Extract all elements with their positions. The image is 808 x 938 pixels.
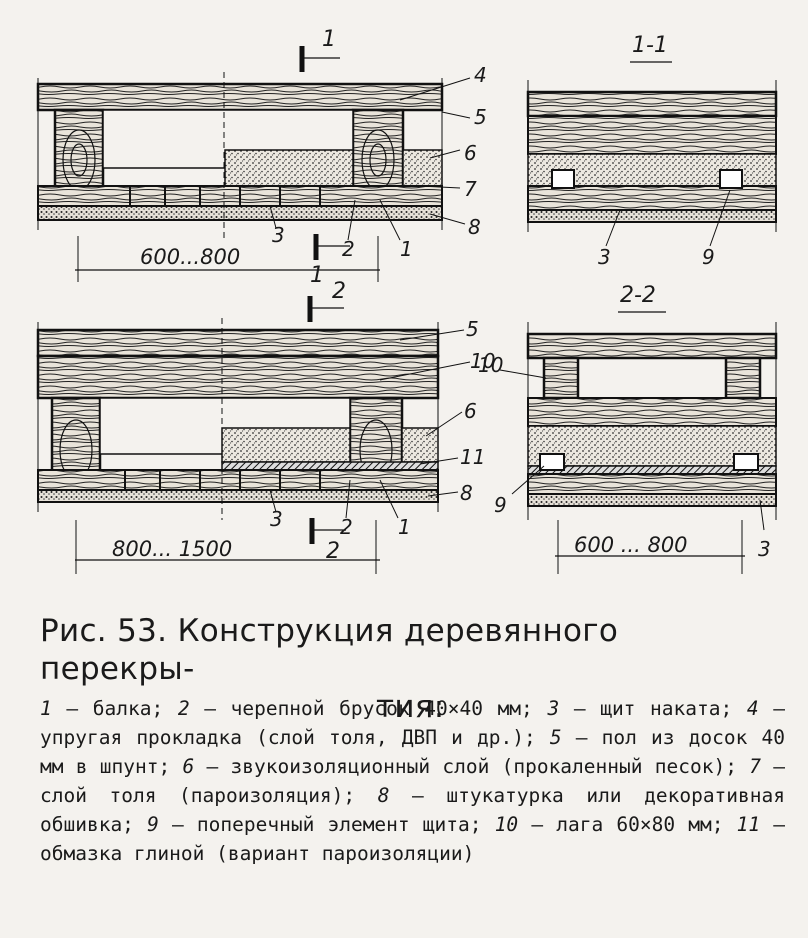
callout-label: 5 bbox=[474, 105, 487, 129]
caption-prefix: Рис. 53. bbox=[40, 613, 168, 649]
clay-coating bbox=[221, 461, 439, 471]
floor-construction-drawing: 600...800 1 1 4 5 6 7 8 3 2 1 1-1 bbox=[36, 27, 778, 574]
callout-label: 3 bbox=[270, 507, 283, 531]
legend-number: 11 bbox=[736, 813, 761, 836]
legend-text: — обмазка глиной (вариант пароизоляции) bbox=[40, 813, 785, 865]
view-bottom-left: 800... 1500 2 2 5 10 6 11 8 3 2 1 bbox=[36, 279, 495, 574]
section-mark: 1 bbox=[322, 27, 336, 52]
callout-label: 3 bbox=[758, 537, 771, 561]
callout-label: 11 bbox=[460, 445, 485, 469]
cross-element bbox=[733, 453, 759, 471]
view-section-1-1: 1-1 3 9 bbox=[526, 33, 778, 269]
view-top-left: 600...800 1 1 4 5 6 7 8 3 2 1 bbox=[36, 27, 487, 288]
dimension-label: 600...800 bbox=[140, 245, 240, 269]
section-title: 2-2 bbox=[620, 283, 656, 308]
cross-element bbox=[551, 169, 575, 189]
joist bbox=[36, 354, 440, 400]
callout-label: 1 bbox=[400, 237, 413, 261]
legend-number: 7 bbox=[749, 755, 761, 778]
callout-label: 9 bbox=[494, 493, 507, 517]
legend-text: — балка; bbox=[51, 697, 178, 720]
section-title: 1-1 bbox=[632, 33, 668, 58]
callout-label: 2 bbox=[340, 515, 353, 539]
legend-text: — упругая прокладка (слой толя, ДВП и др… bbox=[40, 697, 786, 749]
legend-number: 9 bbox=[147, 813, 159, 836]
callout-label: 3 bbox=[272, 223, 285, 247]
section-mark: 1 bbox=[310, 263, 324, 288]
dimension-label: 600 ... 800 bbox=[574, 533, 688, 557]
legend-number: 3 bbox=[547, 697, 560, 720]
callout-label: 10 bbox=[478, 353, 503, 377]
plaster-layer bbox=[37, 205, 443, 221]
caption-title-cont: тия: bbox=[376, 689, 445, 725]
legend-text: — лага 60×80 мм; bbox=[518, 813, 737, 836]
callout-label: 3 bbox=[598, 245, 611, 269]
view-section-2-2: 2-2 600 ... 800 10 9 3 bbox=[478, 283, 778, 574]
joist bbox=[542, 356, 580, 400]
callout-label: 5 bbox=[466, 317, 479, 341]
section-mark: 2 bbox=[326, 539, 340, 564]
dimension-label: 800... 1500 bbox=[112, 537, 232, 561]
legend-text: — слой толя (пароизоляция); bbox=[40, 755, 785, 807]
legend-number: 10 bbox=[494, 813, 519, 836]
cross-element bbox=[719, 169, 743, 189]
callout-label: 6 bbox=[464, 141, 477, 165]
legend-number: 6 bbox=[182, 755, 195, 778]
callout-label: 8 bbox=[460, 481, 473, 505]
section-mark: 2 bbox=[332, 279, 346, 304]
legend-number: 2 bbox=[177, 697, 190, 720]
callout-label: 8 bbox=[468, 215, 481, 239]
legend-number: 8 bbox=[377, 784, 390, 807]
figure-caption: Рис. 53. Конструкция деревянного перекры… bbox=[40, 612, 780, 726]
legend-number: 4 bbox=[746, 697, 759, 720]
callout-label: 2 bbox=[342, 237, 355, 261]
legend: 1 — балка; 2 — черепной брусок 40×40 мм;… bbox=[40, 694, 785, 868]
cross-element bbox=[539, 453, 565, 471]
callout-label: 9 bbox=[702, 245, 715, 269]
joist bbox=[724, 356, 762, 400]
callout-label: 7 bbox=[464, 177, 477, 201]
callout-label: 4 bbox=[474, 63, 487, 87]
sound-insulation bbox=[224, 149, 354, 187]
callout-label: 6 bbox=[464, 399, 477, 423]
legend-text: — черепной брусок 40×40 мм; bbox=[189, 697, 548, 720]
caption-title: Конструкция деревянного перекры- bbox=[40, 613, 619, 687]
legend-text: — щит наката; bbox=[559, 697, 747, 720]
legend-text: — штукатурка или декоративная обшивка; bbox=[40, 784, 785, 836]
legend-text: — пол из досок 40 мм в шпунт; bbox=[40, 726, 785, 778]
floor-boards bbox=[36, 82, 444, 112]
callout-label: 10 bbox=[470, 349, 495, 373]
legend-text: — поперечный элемент щита; bbox=[158, 813, 495, 836]
legend-number: 1 bbox=[40, 697, 52, 720]
legend-text: — звукоизоляционный слой (прокаленный пе… bbox=[194, 755, 750, 778]
callout-label: 1 bbox=[398, 515, 411, 539]
legend-number: 5 bbox=[549, 726, 562, 749]
